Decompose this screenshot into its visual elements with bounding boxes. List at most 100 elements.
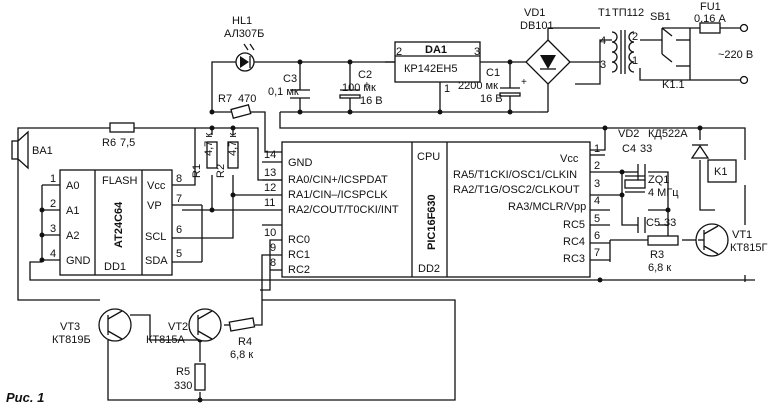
dd2-pin-rc1: RC1 bbox=[288, 249, 310, 261]
r6-resistor: R6 7,5 bbox=[102, 122, 135, 149]
da1-ref: DA1 bbox=[425, 44, 447, 56]
dd2-pin-num-13: 13 bbox=[264, 167, 276, 179]
vt3-ref: VT3 bbox=[60, 321, 80, 333]
da1-pin-1: 1 bbox=[444, 83, 450, 95]
hl1-led: HL1 АЛ307Б bbox=[224, 15, 264, 72]
dd2-pin-ra2b: RA2/T1G/OSC2/CLKOUT bbox=[453, 184, 580, 196]
c4-capacitor: C4 33 bbox=[622, 143, 652, 180]
r5-value: 330 bbox=[174, 380, 192, 392]
dd2-pin-num-5: 5 bbox=[594, 213, 600, 225]
c5-capacitor: C5 33 bbox=[637, 217, 676, 233]
dd2-pin-num-2: 2 bbox=[594, 160, 600, 172]
dd2-pin-lines bbox=[262, 154, 611, 262]
r2-ref: R2 bbox=[215, 164, 227, 178]
hl1-part: АЛ307Б bbox=[224, 28, 264, 40]
dd2-ref: DD2 bbox=[418, 263, 440, 275]
zq1-crystal: ZQ1 4 МГц bbox=[624, 174, 679, 199]
t1-transformer: T1 ТП112 4 2 3 1 bbox=[598, 7, 644, 74]
dd2-pin-num-4: 4 bbox=[594, 195, 600, 207]
r7-resistor: R7 470 bbox=[218, 93, 256, 119]
c3-value: 0,1 мк bbox=[268, 86, 299, 98]
dd2-pin-ra3: RA3/MCLR/Vpp bbox=[508, 201, 586, 213]
dd1-pin-num-1: 1 bbox=[50, 173, 56, 185]
dd2-pin-ra5: RA5/T1CKI/OSC1/CLKIN bbox=[453, 169, 577, 181]
dd2-pin-num-12: 12 bbox=[264, 182, 276, 194]
dd1-ref: DD1 bbox=[104, 261, 126, 273]
t1-pin-2: 2 bbox=[632, 31, 638, 43]
t1-ref: T1 bbox=[598, 7, 611, 19]
vd2-ref: VD2 bbox=[618, 128, 639, 140]
c4-ref: C4 bbox=[622, 143, 636, 155]
dd2-pin-num-10: 10 bbox=[264, 227, 276, 239]
dd1-pin-a0: A0 bbox=[66, 180, 79, 192]
dd1-pin-num-3: 3 bbox=[50, 223, 56, 235]
da1-regulator: DA1 КР142ЕН5 2 3 1 bbox=[394, 41, 481, 95]
ba1-speaker: BA1 bbox=[11, 130, 53, 170]
dd2-pin-rc3: RC3 bbox=[563, 253, 585, 265]
k1-ref: K1 bbox=[714, 166, 727, 178]
dd1-eeprom: FLASH AT24C64 DD1 A0 A1 A2 GND 1 2 3 4 V… bbox=[50, 169, 182, 276]
vd1-bridge: VD1 DB101 bbox=[520, 7, 571, 85]
r7-value: 470 bbox=[238, 93, 256, 105]
vt3-part: КТ819Б bbox=[52, 334, 91, 346]
t1-pin-4: 4 bbox=[600, 35, 606, 47]
r4-value: 6,8 к bbox=[230, 349, 253, 361]
dd2-pin-rc0: RC0 bbox=[288, 234, 310, 246]
c2-capacitor: + C2 100 мк 16 В bbox=[339, 69, 383, 107]
vd1-part: DB101 bbox=[520, 20, 554, 32]
dd2-pin-num-9: 9 bbox=[270, 242, 276, 254]
t1-pin-3: 3 bbox=[600, 59, 606, 71]
junction-dots bbox=[39, 59, 703, 403]
dd2-pin-rc5: RC5 bbox=[563, 219, 585, 231]
dd2-pin-num-11: 11 bbox=[264, 197, 275, 209]
r5-resistor: R5 330 bbox=[174, 363, 206, 392]
vd2-diode: VD2 КД522А bbox=[618, 128, 710, 159]
c2-value2: 16 В bbox=[360, 95, 383, 107]
vd1-ref: VD1 bbox=[524, 7, 545, 19]
vt2-part: КТ815А bbox=[146, 334, 185, 346]
ba1-ref: BA1 bbox=[32, 145, 53, 157]
t1-pin-1: 1 bbox=[632, 55, 638, 67]
t1-part: ТП112 bbox=[612, 7, 644, 19]
da1-part: КР142ЕН5 bbox=[404, 63, 458, 75]
sb1-ref: SB1 bbox=[650, 11, 671, 23]
dd1-pin-vp: VP bbox=[147, 200, 162, 212]
dd1-pin-num-2: 2 bbox=[50, 198, 56, 210]
mains-terminals: ~220 В bbox=[690, 23, 753, 85]
r2-resistor: R2 4,7 к bbox=[215, 133, 239, 178]
dd1-title: FLASH bbox=[102, 175, 138, 187]
r3-ref: R3 bbox=[650, 249, 664, 261]
zq1-ref: ZQ1 bbox=[648, 174, 669, 186]
c3-capacitor: C3 0,1 мк bbox=[268, 73, 310, 99]
hl1-ref: HL1 bbox=[232, 15, 252, 27]
fu1-fuse: FU1 0,16 А bbox=[694, 1, 726, 34]
vt2-transistor: VT2 КТ815А bbox=[146, 308, 222, 346]
fu1-ref: FU1 bbox=[700, 1, 721, 13]
svg-text:+: + bbox=[364, 80, 370, 91]
dd2-pin-num-6: 6 bbox=[594, 230, 600, 242]
dd2-pin-num-8: 8 bbox=[270, 257, 276, 269]
dd1-pin-num-6: 6 bbox=[176, 224, 182, 236]
k1-relay: K1 bbox=[707, 159, 737, 183]
c5-ref: C5 bbox=[646, 217, 660, 229]
c4-value: 33 bbox=[640, 143, 652, 155]
c2-ref: C2 bbox=[358, 69, 372, 81]
r6-value: 7,5 bbox=[120, 137, 135, 149]
dd1-pin-sda: SDA bbox=[145, 255, 168, 267]
da1-pin-3: 3 bbox=[474, 46, 480, 58]
c1-capacitor: + C1 2200 мк 16 В bbox=[458, 67, 527, 105]
dd2-part: PIC16F630 bbox=[426, 194, 438, 250]
dd1-pin-scl: SCL bbox=[145, 231, 166, 243]
c3-ref: C3 bbox=[283, 73, 297, 85]
dd2-pin-rc4: RC4 bbox=[563, 236, 585, 248]
r1-value: 4,7 к bbox=[203, 133, 215, 156]
vd2-part: КД522А bbox=[648, 128, 688, 140]
vt1-part: КТ815Г bbox=[730, 242, 767, 254]
mains-label: ~220 В bbox=[718, 49, 753, 61]
dd2-pin-gnd: GND bbox=[288, 157, 313, 169]
sb1-switch: SB1 K1.1 bbox=[650, 11, 691, 91]
dd2-pin-vcc: Vcc bbox=[560, 153, 579, 165]
dd2-pin-num-1: 1 bbox=[594, 143, 600, 155]
dd2-pin-ra0: RA0/CIN+/ICSPDAT bbox=[288, 174, 388, 186]
r6-ref: R6 bbox=[102, 137, 116, 149]
